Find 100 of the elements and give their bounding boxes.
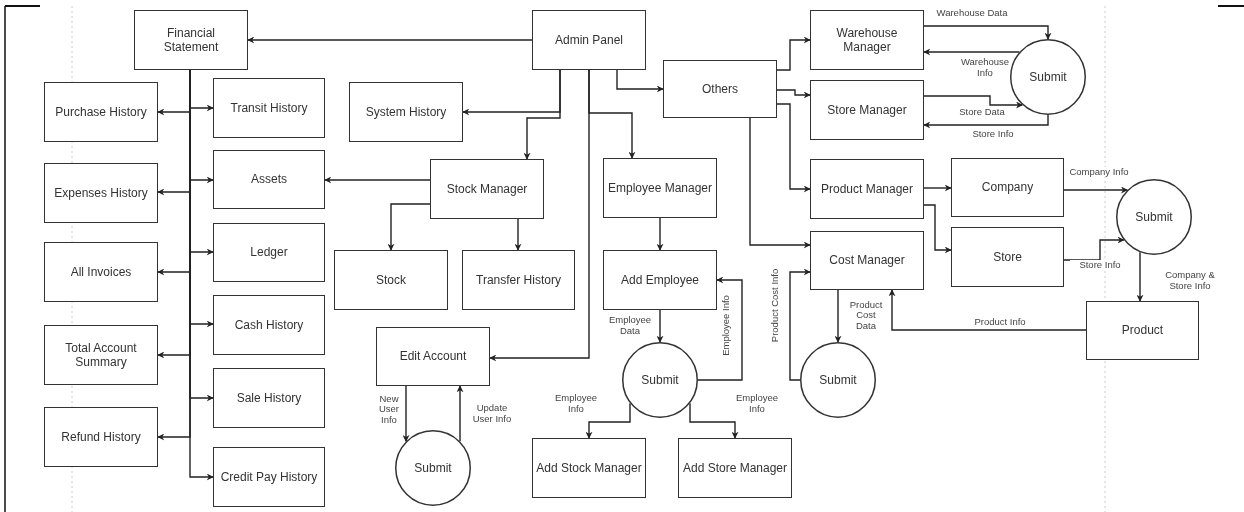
- process-box: [349, 82, 463, 142]
- arrow: [749, 117, 811, 249]
- arrow: [514, 218, 522, 251]
- arrow: [456, 385, 464, 442]
- process-box: [951, 227, 1064, 287]
- process-box: [213, 78, 325, 138]
- node-label: Store: [992, 249, 1023, 265]
- arrow: [1063, 236, 1125, 261]
- arrow: [888, 289, 1087, 331]
- process-box: [376, 327, 490, 386]
- node-label: Credit Pay History: [219, 469, 319, 485]
- arrow: [656, 309, 664, 343]
- process-box: [1086, 301, 1199, 360]
- process-box: [810, 159, 924, 219]
- node-label: Product: [1120, 323, 1165, 338]
- arrow: [324, 176, 431, 184]
- node-label: Add Store Manager: [681, 460, 789, 476]
- process-box: [430, 159, 544, 219]
- process-box: [810, 80, 924, 140]
- arrow: [923, 114, 1049, 129]
- process-box: [678, 438, 792, 498]
- arrow: [689, 402, 739, 439]
- node-label: Submit: [1134, 209, 1174, 225]
- arrow: [387, 203, 431, 251]
- node-label: Company: [980, 180, 1035, 195]
- process-box: [213, 150, 325, 209]
- process-box: [532, 10, 646, 70]
- node-label: Stock Manager: [445, 181, 529, 197]
- node-label: All Invoices: [69, 264, 133, 280]
- node-label: Warehouse Manager: [835, 25, 899, 55]
- arrow: [588, 69, 636, 159]
- process-circle: [800, 342, 876, 418]
- arrow: [247, 36, 533, 44]
- arrow: [834, 289, 842, 343]
- node-label: Add Employee: [619, 272, 700, 288]
- arrow: [1063, 186, 1128, 194]
- process-box: [462, 250, 575, 310]
- arrow: [789, 268, 811, 381]
- node-label: Submit: [413, 460, 453, 476]
- arrow: [402, 385, 410, 442]
- node-label: Others: [701, 81, 739, 97]
- edge-label: Employee Data: [607, 315, 653, 337]
- process-box: [44, 407, 158, 467]
- process-box: [334, 250, 448, 310]
- node-label: Total Account Summary: [64, 340, 138, 370]
- arrow: [523, 69, 561, 160]
- node-label: Purchase History: [54, 104, 148, 120]
- node-label: Assets: [250, 172, 288, 187]
- process-circle: [395, 430, 471, 506]
- process-box: [810, 10, 924, 70]
- process-box: [44, 242, 158, 302]
- process-box: [134, 10, 248, 70]
- node-label: Cost Manager: [828, 253, 906, 268]
- process-box: [44, 325, 158, 385]
- node-label: Edit Account: [398, 349, 468, 364]
- node-label: Transfer History: [475, 272, 562, 288]
- process-circle: [622, 342, 698, 418]
- node-label: Financial Statement: [162, 25, 220, 55]
- node-label: Ledger: [249, 245, 289, 260]
- process-box: [213, 368, 325, 428]
- arrow: [656, 217, 664, 251]
- process-box: [951, 158, 1064, 217]
- edge-label: Update User Info: [472, 403, 512, 425]
- arrow: [923, 25, 1052, 40]
- process-circle: [1010, 39, 1086, 115]
- node-label: Add Stock Manager: [535, 460, 643, 476]
- arrow: [1136, 251, 1144, 302]
- edge-label: Company & Store Info: [1165, 270, 1215, 292]
- arrow: [585, 402, 631, 439]
- node-label: Store Manager: [826, 102, 908, 118]
- node-label: Stock: [375, 272, 407, 288]
- node-label: Sale History: [235, 390, 303, 406]
- process-box: [663, 60, 777, 118]
- arrow: [923, 184, 952, 192]
- node-label: Refund History: [60, 429, 142, 445]
- arrow: [776, 103, 811, 193]
- process-box: [44, 163, 158, 223]
- process-box: [44, 82, 158, 142]
- node-label: Submit: [818, 372, 858, 388]
- arrow: [923, 95, 1023, 109]
- process-box: [603, 158, 717, 218]
- arrow: [923, 204, 952, 254]
- node-label: Employee Manager: [606, 180, 714, 196]
- node-label: Product Manager: [819, 181, 915, 197]
- process-circle: [1116, 179, 1192, 255]
- process-box: [213, 295, 325, 355]
- process-box: [603, 250, 717, 310]
- process-box: [532, 438, 646, 498]
- arrow: [776, 89, 811, 99]
- node-label: Cash History: [233, 317, 305, 333]
- arrow: [923, 48, 1021, 56]
- arrow: [776, 36, 811, 71]
- process-box: [810, 231, 924, 290]
- process-box: [213, 447, 325, 507]
- node-label: Submit: [1028, 69, 1068, 85]
- node-label: Transit History: [229, 100, 309, 116]
- node-label: Expenses History: [53, 185, 149, 201]
- edge-label: Warehouse Info: [960, 57, 1010, 79]
- node-label: Admin Panel: [553, 32, 624, 48]
- node-label: Submit: [640, 372, 680, 388]
